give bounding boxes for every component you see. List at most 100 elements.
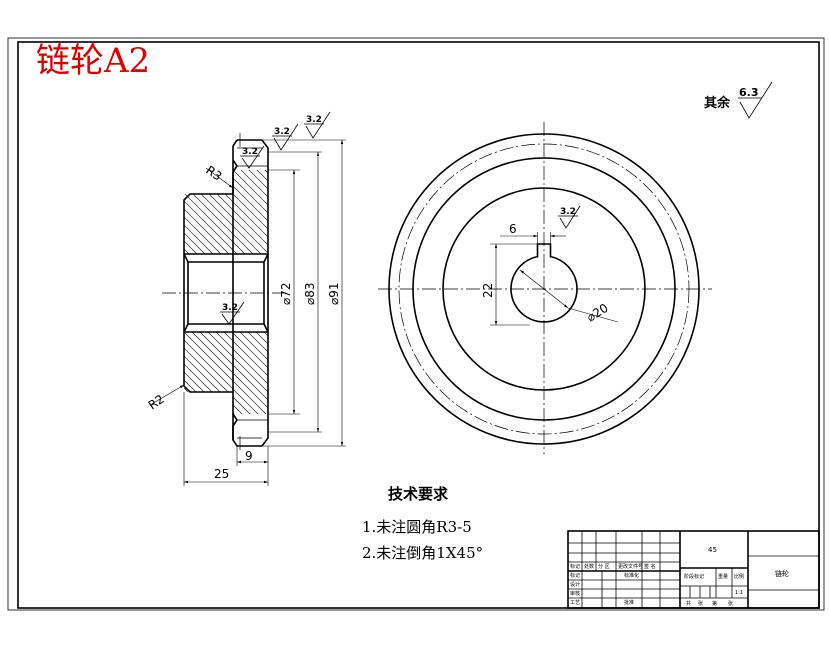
hatch-line xyxy=(227,332,268,414)
outer-border xyxy=(7,37,825,611)
tech-req-heading: 技术要求 xyxy=(388,485,449,503)
hatch-line xyxy=(259,332,268,414)
hatch-line xyxy=(68,165,163,260)
dim-radius-r3: R3 xyxy=(203,163,224,184)
pitch-circle xyxy=(398,143,690,435)
tb-weight: 重量 xyxy=(718,573,728,580)
svg-text:3.2: 3.2 xyxy=(274,127,290,137)
tb-header-4: 签 名 xyxy=(644,563,656,570)
hatch-line xyxy=(219,332,268,414)
tb-standard: 标准化 xyxy=(624,572,639,579)
hatch-line xyxy=(203,332,268,414)
tech-req-item-2: 2.未注倒角1X45° xyxy=(362,544,483,562)
dim-d91: ⌀91 xyxy=(327,283,341,306)
hatch-line xyxy=(68,328,160,420)
tb-scale: 1:1 xyxy=(735,590,743,596)
tb-sheet-1: 张 xyxy=(698,600,703,607)
tb-header-1: 处数 xyxy=(584,563,594,570)
tb-sheet-3: 张 xyxy=(728,600,733,607)
hatch-line xyxy=(184,170,196,254)
hatch-line xyxy=(235,170,268,254)
dim-bore: ⌀20 xyxy=(584,301,610,325)
svg-text:3.2: 3.2 xyxy=(560,207,576,217)
hatch-line xyxy=(284,165,379,260)
roughness-symbol-teeth: 3.2 xyxy=(240,145,265,169)
dim-d83: ⌀83 xyxy=(303,283,317,306)
hatch-line xyxy=(184,170,228,254)
hatch-line xyxy=(308,328,400,420)
hatch-line xyxy=(184,332,268,414)
hatch-line xyxy=(184,170,236,254)
hatch-line xyxy=(184,170,260,254)
hatch-line xyxy=(276,165,371,260)
roughness-symbol-top-1: 3.2 xyxy=(272,123,299,151)
tb-sheet-0: 共 xyxy=(686,600,691,607)
roughness-symbol-keyway: 3.2 xyxy=(558,205,581,229)
section-view: ⌀72 ⌀83 ⌀91 25 9 R3 R2 3.2 3.2 3. xyxy=(60,111,411,486)
svg-text:3.2: 3.2 xyxy=(242,147,258,157)
tb-header-0: 标记 xyxy=(570,563,580,570)
drawing-title: 链轮A2 xyxy=(36,41,150,81)
root-circle xyxy=(412,157,676,421)
hatch-line xyxy=(184,332,185,414)
hatch-line xyxy=(259,170,268,254)
outer-circle xyxy=(388,133,700,445)
tb-header-2: 分 区 xyxy=(598,563,610,570)
hatch-line xyxy=(184,332,257,414)
dim-d72: ⌀72 xyxy=(279,283,293,306)
hatch-upper xyxy=(60,165,411,260)
svg-text:3.2: 3.2 xyxy=(222,303,238,313)
hatch-line xyxy=(184,170,244,254)
hatch-line xyxy=(235,332,268,414)
hatch-line xyxy=(211,170,268,254)
title-block: 45 链轮 1:1 标记 处数 分 区 更改文件号 签 名 标记 设计 审核 工… xyxy=(567,530,820,609)
hatch-line xyxy=(184,170,204,254)
hatch-line xyxy=(243,332,268,414)
front-view: 6 22 ⌀20 3.2 xyxy=(378,122,712,454)
hatch-lower xyxy=(60,328,408,420)
hatch-line xyxy=(316,165,411,260)
tb-row-1: 设计 xyxy=(570,581,580,588)
hatch-line xyxy=(76,165,171,260)
tb-row-0: 标记 xyxy=(570,572,580,579)
tb-header-3: 更改文件号 xyxy=(618,563,643,570)
section-outline xyxy=(183,139,269,447)
dim-key-depth: 22 xyxy=(481,283,495,298)
hatch-line xyxy=(184,332,193,414)
hatch-line xyxy=(184,332,265,414)
hatch-line xyxy=(184,170,268,254)
tb-material: 45 xyxy=(708,546,717,554)
hatch-line xyxy=(276,328,368,420)
tb-row-3: 工艺 xyxy=(570,600,580,606)
hatch-line xyxy=(84,165,179,260)
hatch-line xyxy=(267,170,268,254)
inner-border xyxy=(17,41,820,609)
tb-part-name: 链轮 xyxy=(775,569,789,578)
tb-stage: 阶段标记 xyxy=(684,573,704,580)
hatch-line xyxy=(292,328,384,420)
dim-key-width: 6 xyxy=(509,222,517,236)
tech-req-item-1: 1.未注圆角R3-5 xyxy=(362,518,472,536)
hatch-line xyxy=(284,328,376,420)
roughness-other-value: 6.3 xyxy=(739,86,759,99)
roughness-symbol-top-2: 3.2 xyxy=(304,111,331,139)
dim-width-25: 25 xyxy=(214,467,229,481)
hatch-line xyxy=(60,328,152,420)
hub-circle xyxy=(442,187,646,391)
dim-radius-r2: R2 xyxy=(146,392,167,413)
tb-sheet-2: 第 xyxy=(712,600,717,607)
hatch-line xyxy=(243,170,268,254)
general-roughness-symbol: 其余 6.3 xyxy=(704,81,773,119)
technical-requirements: 技术要求 1.未注圆角R3-5 2.未注倒角1X45° xyxy=(362,485,483,562)
hatch-line xyxy=(184,170,220,254)
hatch-line xyxy=(60,165,155,260)
hatch-line xyxy=(308,165,403,260)
tb-scale-label: 比例 xyxy=(734,573,744,580)
hatch-line xyxy=(316,328,408,420)
hatch-line xyxy=(300,328,392,420)
hatch-line xyxy=(300,165,395,260)
hatch-line xyxy=(184,170,188,254)
roughness-other-label: 其余 xyxy=(704,95,731,111)
hatch-line xyxy=(184,170,252,254)
